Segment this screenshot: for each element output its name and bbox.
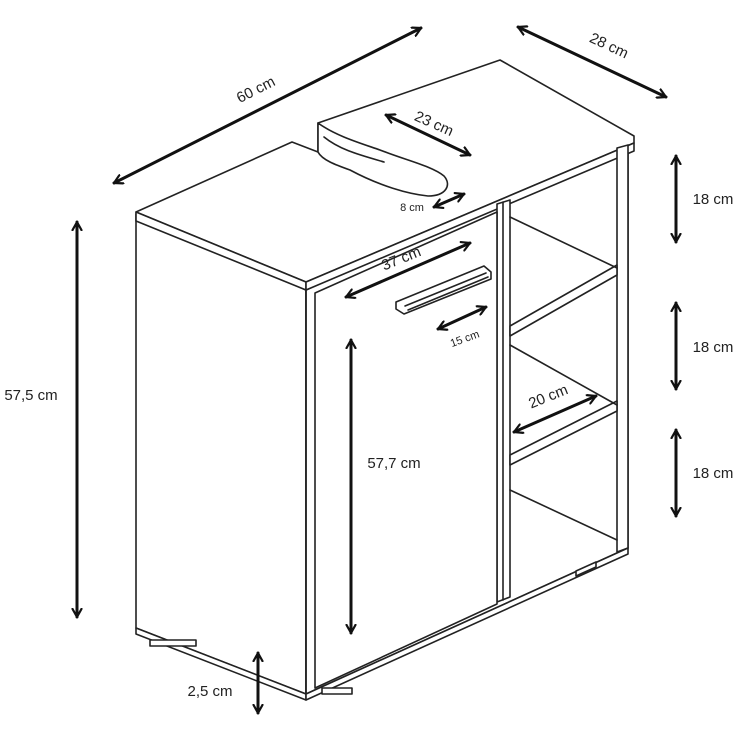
cabinet-side-panel [135, 213, 307, 695]
label-width: 60 cm [234, 73, 278, 107]
arrow-depth [516, 27, 668, 97]
label-cutout-depth: 8 cm [400, 202, 424, 214]
bottom-shelf-back-edge [509, 489, 618, 541]
foot-left [149, 639, 197, 647]
cabinet-door [314, 211, 498, 689]
cabinet-bottom-edge-right [305, 547, 629, 701]
arrow-cutout-depth [432, 194, 466, 207]
cabinet-drawing [135, 59, 635, 701]
label-shelf-top: 18 cm [693, 191, 734, 208]
foot-right [575, 561, 597, 577]
label-door-height: 57,7 cm [367, 455, 420, 472]
arrow-shelf-depth [512, 396, 598, 432]
arrow-cutout-width [384, 115, 472, 155]
dimension-arrows [77, 26, 676, 715]
arrow-width [112, 26, 423, 185]
shelf-middle-back-edge [509, 344, 618, 406]
label-foot-height: 2,5 cm [187, 683, 232, 700]
shelf-upper [509, 264, 618, 337]
arrow-handle-length [436, 307, 488, 329]
label-shelf-bottom: 18 cm [693, 465, 734, 482]
label-height: 57,5 cm [4, 387, 57, 404]
label-depth: 28 cm [587, 30, 631, 63]
shelf-upper-back-edge [509, 216, 618, 269]
arrow-door-width [344, 243, 472, 297]
foot-front [321, 687, 353, 695]
label-shelf-middle: 18 cm [693, 339, 734, 356]
cabinet-right-panel [616, 144, 629, 553]
